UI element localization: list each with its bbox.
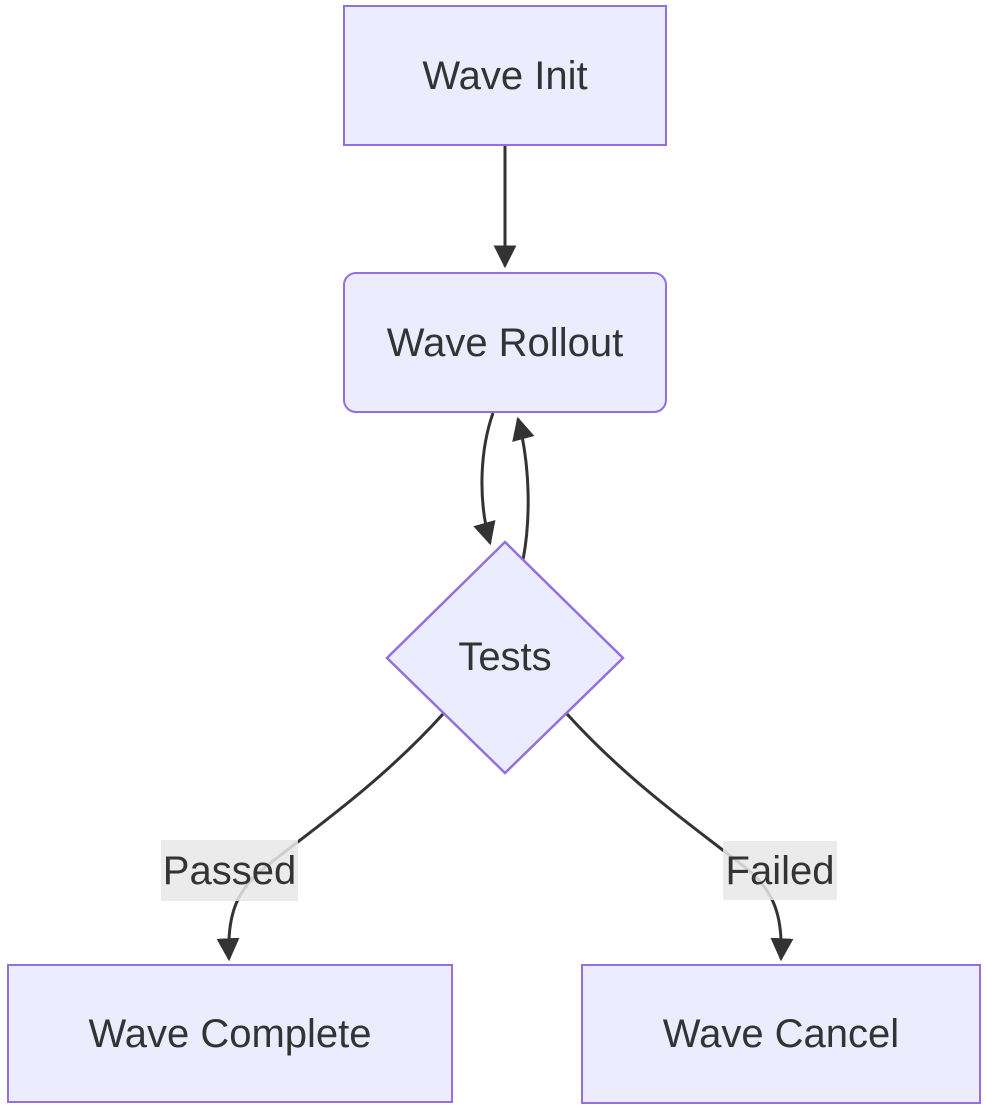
node-tests-label: Tests [458,634,552,679]
node-tests-label-wrap: Tests [387,631,623,683]
node-wave-cancel-label: Wave Cancel [662,1012,900,1056]
node-wave-rollout: Wave Rollout [343,272,667,413]
edge-label-passed-text: Passed [162,848,297,893]
node-wave-init: Wave Init [343,5,667,146]
node-wave-init-label: Wave Init [422,53,588,98]
edge-tests-to-cancel [565,712,794,962]
node-wave-complete: Wave Complete [7,964,453,1103]
edge-label-failed-text: Failed [725,848,835,893]
node-tests-diamond [385,540,625,775]
node-wave-cancel: Wave Cancel [581,964,981,1104]
edge-rollout-to-tests [473,412,496,546]
node-wave-complete-label: Wave Complete [88,1011,372,1056]
edge-tests-to-complete [216,712,445,962]
edge-tests-to-rollout [512,416,535,561]
edge-label-passed: Passed [161,840,298,901]
edge-label-failed: Failed [723,841,837,900]
node-wave-rollout-label: Wave Rollout [386,320,624,365]
